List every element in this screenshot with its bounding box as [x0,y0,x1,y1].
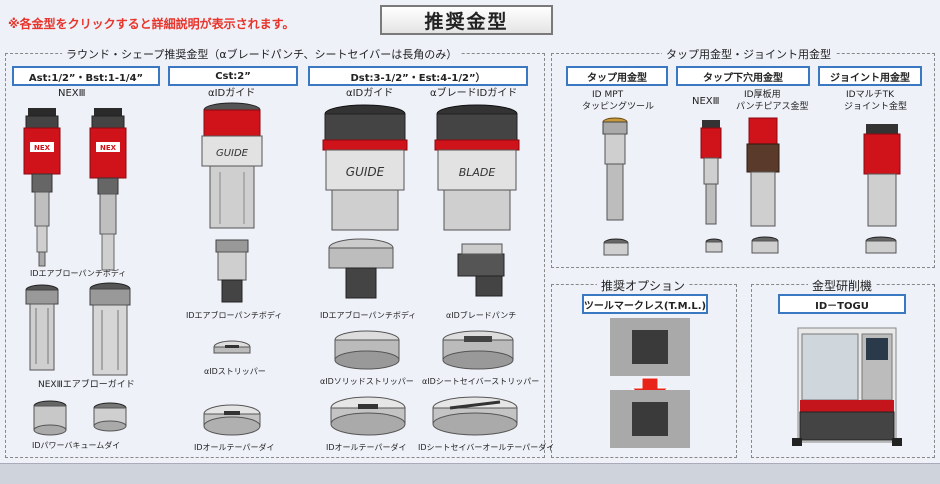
id-thick-plate-punch-pierce-tool[interactable] [746,117,780,230]
id-air-blow-punch-body-c-tool[interactable] [214,239,250,304]
category-tap-pilot[interactable]: タップ下穴用金型 [676,66,810,86]
label-id-air-blow-punch-body-d: IDエアブローパンチボディ [320,311,417,320]
a-blade-id-guide-tool[interactable]: BLADE [432,104,522,234]
id-multi-tk-tool[interactable] [862,124,902,230]
category-ast-bst[interactable]: Ast:1/2”・Bst:1-1/4” [12,66,160,86]
label-a-id-guide-d: αIDガイド [346,88,394,99]
tap-joint-title: タップ用金型・ジョイント用金型 [662,46,835,62]
id-thick-plate-die[interactable] [750,236,780,258]
svg-text:GUIDE: GUIDE [216,148,249,159]
tml-before-image[interactable] [610,318,690,376]
label-id-mpt: ID MPT [592,90,624,100]
label-a-id-guide-c: αIDガイド [208,88,256,99]
category-cst[interactable]: Cst:2” [168,66,298,86]
label-joint-die: ジョイント金型 [844,102,908,112]
label-nex3: NEXⅢ [58,88,86,99]
label-a-id-stripper: αIDストリッパー [204,367,266,376]
page-title: 推奨金型 [380,5,553,35]
category-joint[interactable]: ジョイント用金型 [818,66,922,86]
label-tapping-tool: タッピングツール [582,102,655,112]
category-tap[interactable]: タップ用金型 [566,66,668,86]
svg-text:NEX: NEX [34,144,51,152]
a-id-solid-stripper-tool[interactable] [332,330,402,370]
tml-after-image[interactable] [610,390,690,448]
id-togu-machine-image[interactable] [792,318,902,448]
label-id-multi-tk: IDマルチTK [846,90,894,100]
a-blade-punch-tool[interactable] [456,240,506,298]
label-id-power-vacuum-die: IDパワーバキュームダイ [32,441,121,450]
id-multi-tk-die[interactable] [864,236,898,258]
label-a-blade-punch: αIDブレードパンチ [446,311,517,320]
label-nex3-tap: NEXⅢ [692,96,720,107]
category-tml[interactable]: ツールマークレス(T.M.L.) [582,294,708,314]
id-power-vacuum-die-a[interactable] [32,400,68,436]
label-punch-pierce: パンチピアス金型 [736,102,809,112]
label-id-air-blow-punch-body-c: IDエアブローパンチボディ [186,311,283,320]
nex3-guide-b[interactable] [88,282,132,378]
id-mpt-tapping-tool[interactable] [600,117,630,226]
id-mpt-die[interactable] [602,238,630,260]
label-id-all-taper-die-c: IDオールテーパーダイ [194,443,275,452]
notice-text: ※各金型をクリックすると詳細説明が表示されます。 [8,17,295,31]
grinder-title: 金型研削機 [808,277,877,294]
label-a-blade-id-guide: αブレードIDガイド [430,88,518,99]
id-sheet-saver-all-taper-die-tool[interactable] [430,396,520,438]
label-a-id-solid-stripper: αIDソリッドストリッパー [320,377,414,386]
id-all-taper-die-d-tool[interactable] [328,396,408,438]
id-all-taper-die-c-tool[interactable] [202,404,262,436]
category-dst-est[interactable]: Dst:3-1/2”・Est:4-1/2”） [308,66,528,86]
svg-text:GUIDE: GUIDE [346,165,385,179]
label-nex3-air-blow-guide: NEXⅢエアブローガイド [38,380,135,390]
nex3-punch-tool-b[interactable]: NEX [88,108,128,278]
id-air-blow-punch-body-d-tool[interactable] [326,238,396,300]
label-a-id-sheet-saver-stripper: αIDシートセイバーストリッパー [422,377,540,386]
a-id-sheet-saver-stripper-tool[interactable] [440,330,516,370]
label-id-thick-plate: ID厚板用 [744,90,781,100]
a-id-guide-c-tool[interactable]: GUIDE [200,102,264,232]
svg-text:NEX: NEX [100,144,117,152]
category-id-togu[interactable]: ID－TOGU [778,294,906,314]
options-title: 推奨オプション [597,277,690,294]
id-power-vacuum-die-b[interactable] [92,402,128,432]
nex3-tap-pilot-tool[interactable] [700,120,722,228]
nex3-guide-a[interactable] [24,284,60,374]
nex3-tap-pilot-die[interactable] [704,238,724,258]
round-shape-title: ラウンド・シェープ推奨金型（αブレードパンチ、シートセイバーは長角のみ） [62,46,462,62]
label-id-sheet-saver-all-taper-die: IDシートセイバーオールテーパーダイ [418,443,555,452]
svg-text:BLADE: BLADE [459,166,496,179]
label-id-air-blow-punch-body-a: IDエアブローパンチボディ [30,269,127,278]
bottom-bar [0,463,940,484]
nex3-punch-tool-a[interactable]: NEX [22,108,62,268]
a-id-guide-d-tool[interactable]: GUIDE [320,104,410,234]
a-id-stripper-tool[interactable] [212,340,252,360]
label-id-all-taper-die-d: IDオールテーパーダイ [326,443,407,452]
